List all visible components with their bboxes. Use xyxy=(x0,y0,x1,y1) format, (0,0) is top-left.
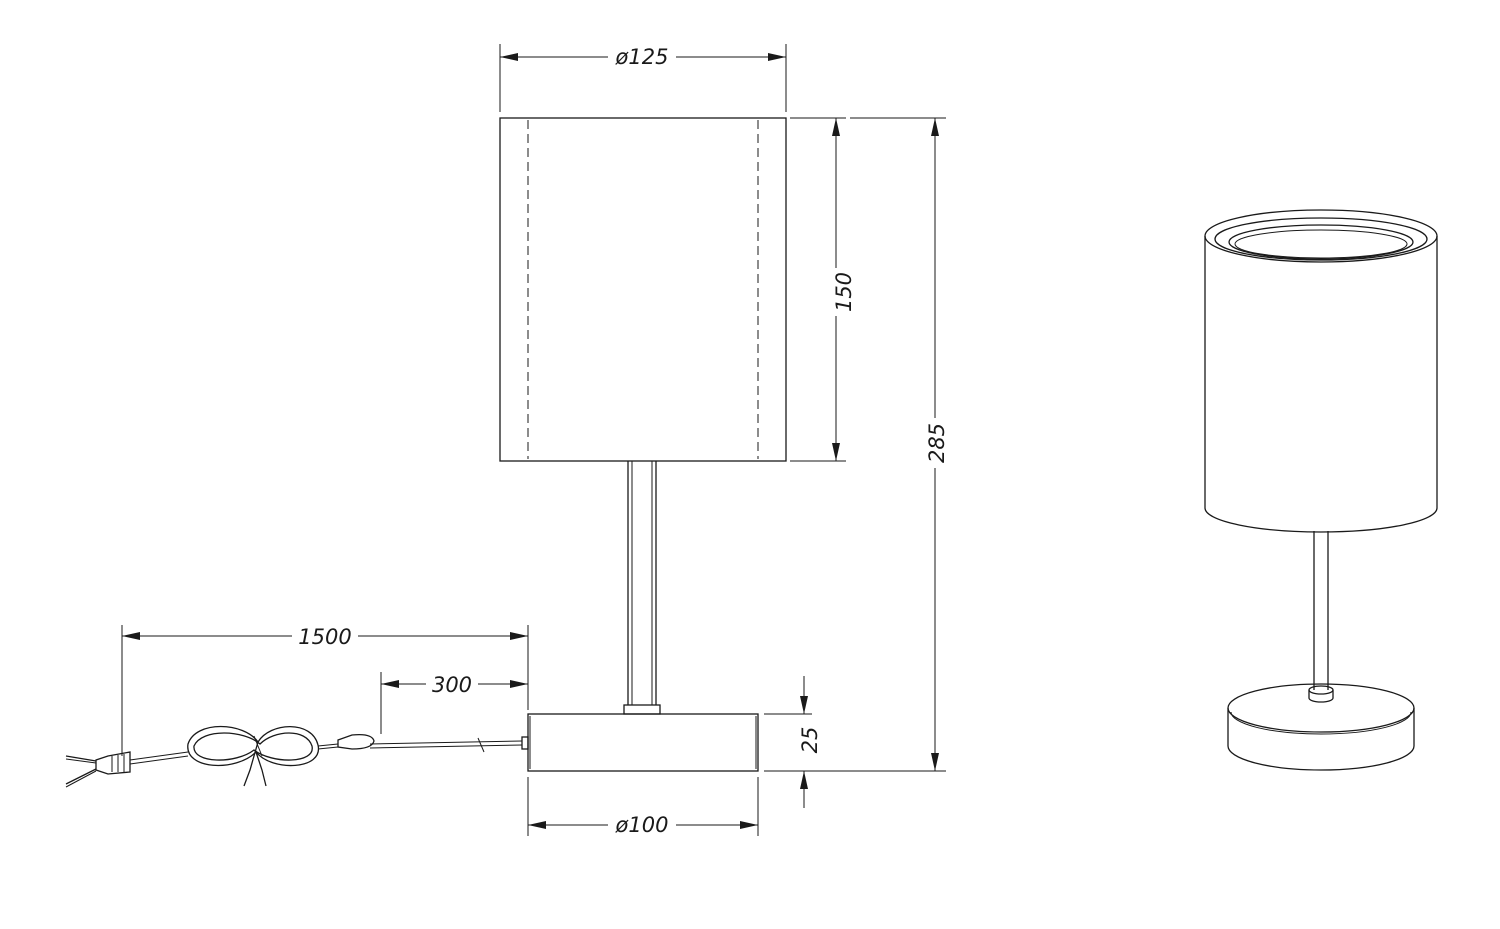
power-plug xyxy=(95,751,131,775)
lamp-base-front xyxy=(521,713,759,772)
total-height-label: 285 xyxy=(925,423,949,463)
shade-height-label: 150 xyxy=(832,272,856,312)
dimension-lines xyxy=(121,44,946,836)
lamp-stem-front xyxy=(623,461,661,715)
switch-distance-label: 300 xyxy=(432,673,472,697)
shade-diameter-label: ø125 xyxy=(615,45,669,69)
power-cable xyxy=(65,725,523,788)
inline-switch xyxy=(337,733,375,750)
base-height-label: 25 xyxy=(798,727,822,754)
base-diameter-label: ø100 xyxy=(615,813,669,837)
cable-length-label: 1500 xyxy=(298,625,351,649)
perspective-view xyxy=(1204,209,1438,771)
lamp-shade-front xyxy=(499,117,787,462)
front-view xyxy=(65,117,787,788)
